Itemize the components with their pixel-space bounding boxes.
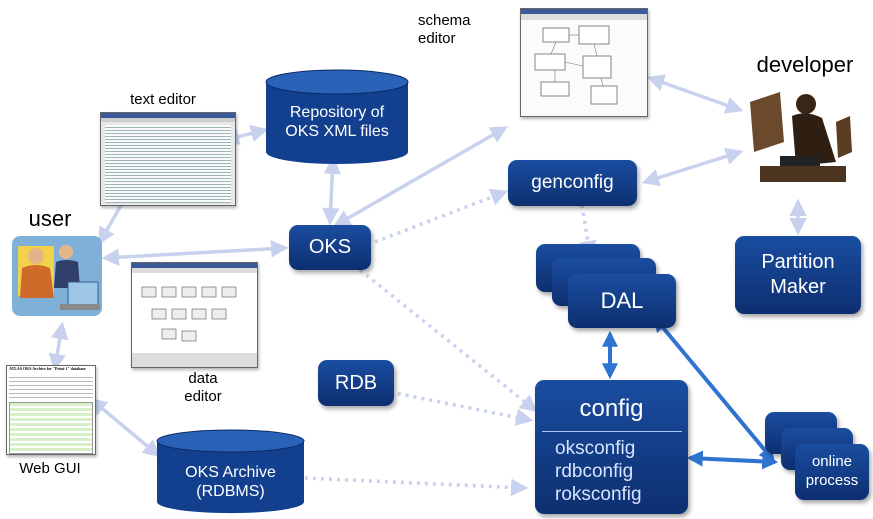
rdb-node: RDB: [318, 360, 394, 406]
oks-archive-cylinder: [156, 429, 305, 514]
arrow-config-online: [686, 450, 779, 470]
data-editor-label: data editor: [184, 370, 222, 405]
repository-label: Repository of OKS XML files: [285, 104, 389, 141]
repository-cylinder: [265, 69, 409, 164]
text-editor-label: text editor: [130, 91, 196, 108]
config-plugins: oksconfig rdbconfig roksconfig: [555, 438, 642, 505]
data-editor-screenshot: [131, 262, 258, 368]
schema-editor-label: schema editor: [418, 12, 471, 47]
user-label: user: [28, 206, 72, 231]
web-gui-screenshot: ATLAS OKS Archive for "Point-1" database: [6, 365, 96, 455]
developer-icon: [748, 92, 852, 192]
arrow-rdb-config: [389, 390, 534, 426]
schema-editor-screenshot: [520, 8, 648, 117]
arrow-oks-schema: [332, 126, 509, 227]
config-title: config: [579, 395, 644, 422]
arrow-webgui-user: [48, 321, 69, 372]
arrow-genconfig-developer: [641, 147, 744, 187]
arrow-schema-developer: [646, 74, 744, 114]
web-gui-title: ATLAS OKS Archive for "Point-1" database: [9, 366, 86, 371]
config-node: config oksconfig rdbconfig roksconfig: [535, 380, 688, 514]
web-gui-label: Web GUI: [19, 460, 81, 477]
arrow-oks-config: [358, 268, 538, 413]
arrow-dal-online: [652, 315, 776, 463]
online-process-node: online process: [795, 444, 869, 500]
oks-archive-label: OKS Archive (RDBMS): [185, 464, 276, 501]
arrow-oks-genconfig: [374, 188, 509, 244]
oks-node: OKS: [289, 225, 371, 270]
genconfig-node: genconfig: [508, 160, 637, 206]
dal-node: DAL: [568, 274, 676, 328]
arrow-archive-config: [304, 476, 529, 497]
arrow-user-oks: [101, 240, 289, 266]
text-editor-screenshot: [100, 112, 236, 206]
user-icon: [12, 236, 102, 316]
arrow-repository-oks: [321, 156, 342, 226]
partition-maker-node: Partition Maker: [735, 236, 861, 314]
arrow-webgui-archive: [89, 397, 161, 458]
config-divider: [541, 431, 682, 432]
developer-label: developer: [756, 52, 854, 77]
